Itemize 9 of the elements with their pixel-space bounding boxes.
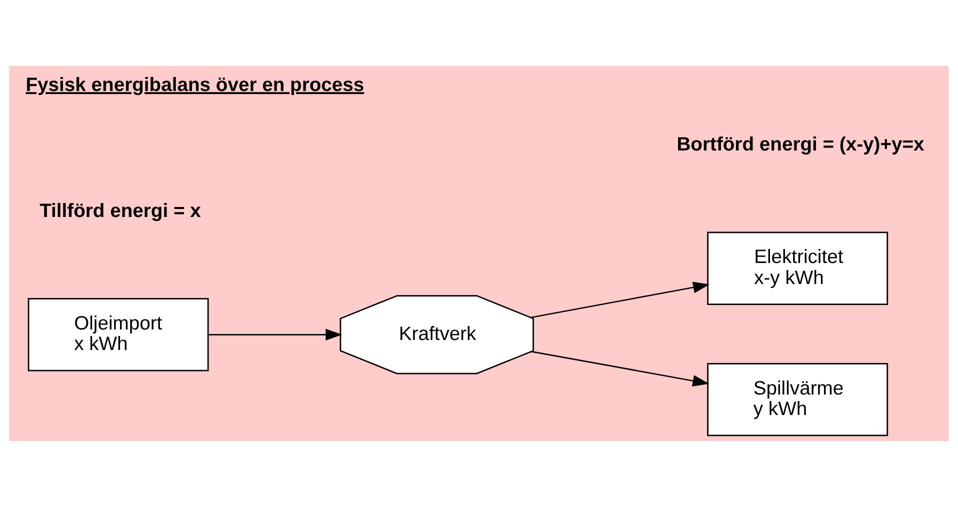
diagram-title: Fysisk energibalans över en process [26, 74, 364, 96]
label: Tillförd energi = x [40, 200, 201, 222]
arrow [208, 328, 342, 340]
label: Bortförd energi = (x-y)+y=x [676, 134, 924, 156]
arrow [531, 350, 710, 386]
node-box: Spillvärme y kWh [707, 362, 888, 436]
node-box: Elektricitet x-y kWh [707, 231, 888, 304]
node-box: Oljeimport x kWh [28, 298, 209, 371]
arrow [530, 281, 710, 318]
